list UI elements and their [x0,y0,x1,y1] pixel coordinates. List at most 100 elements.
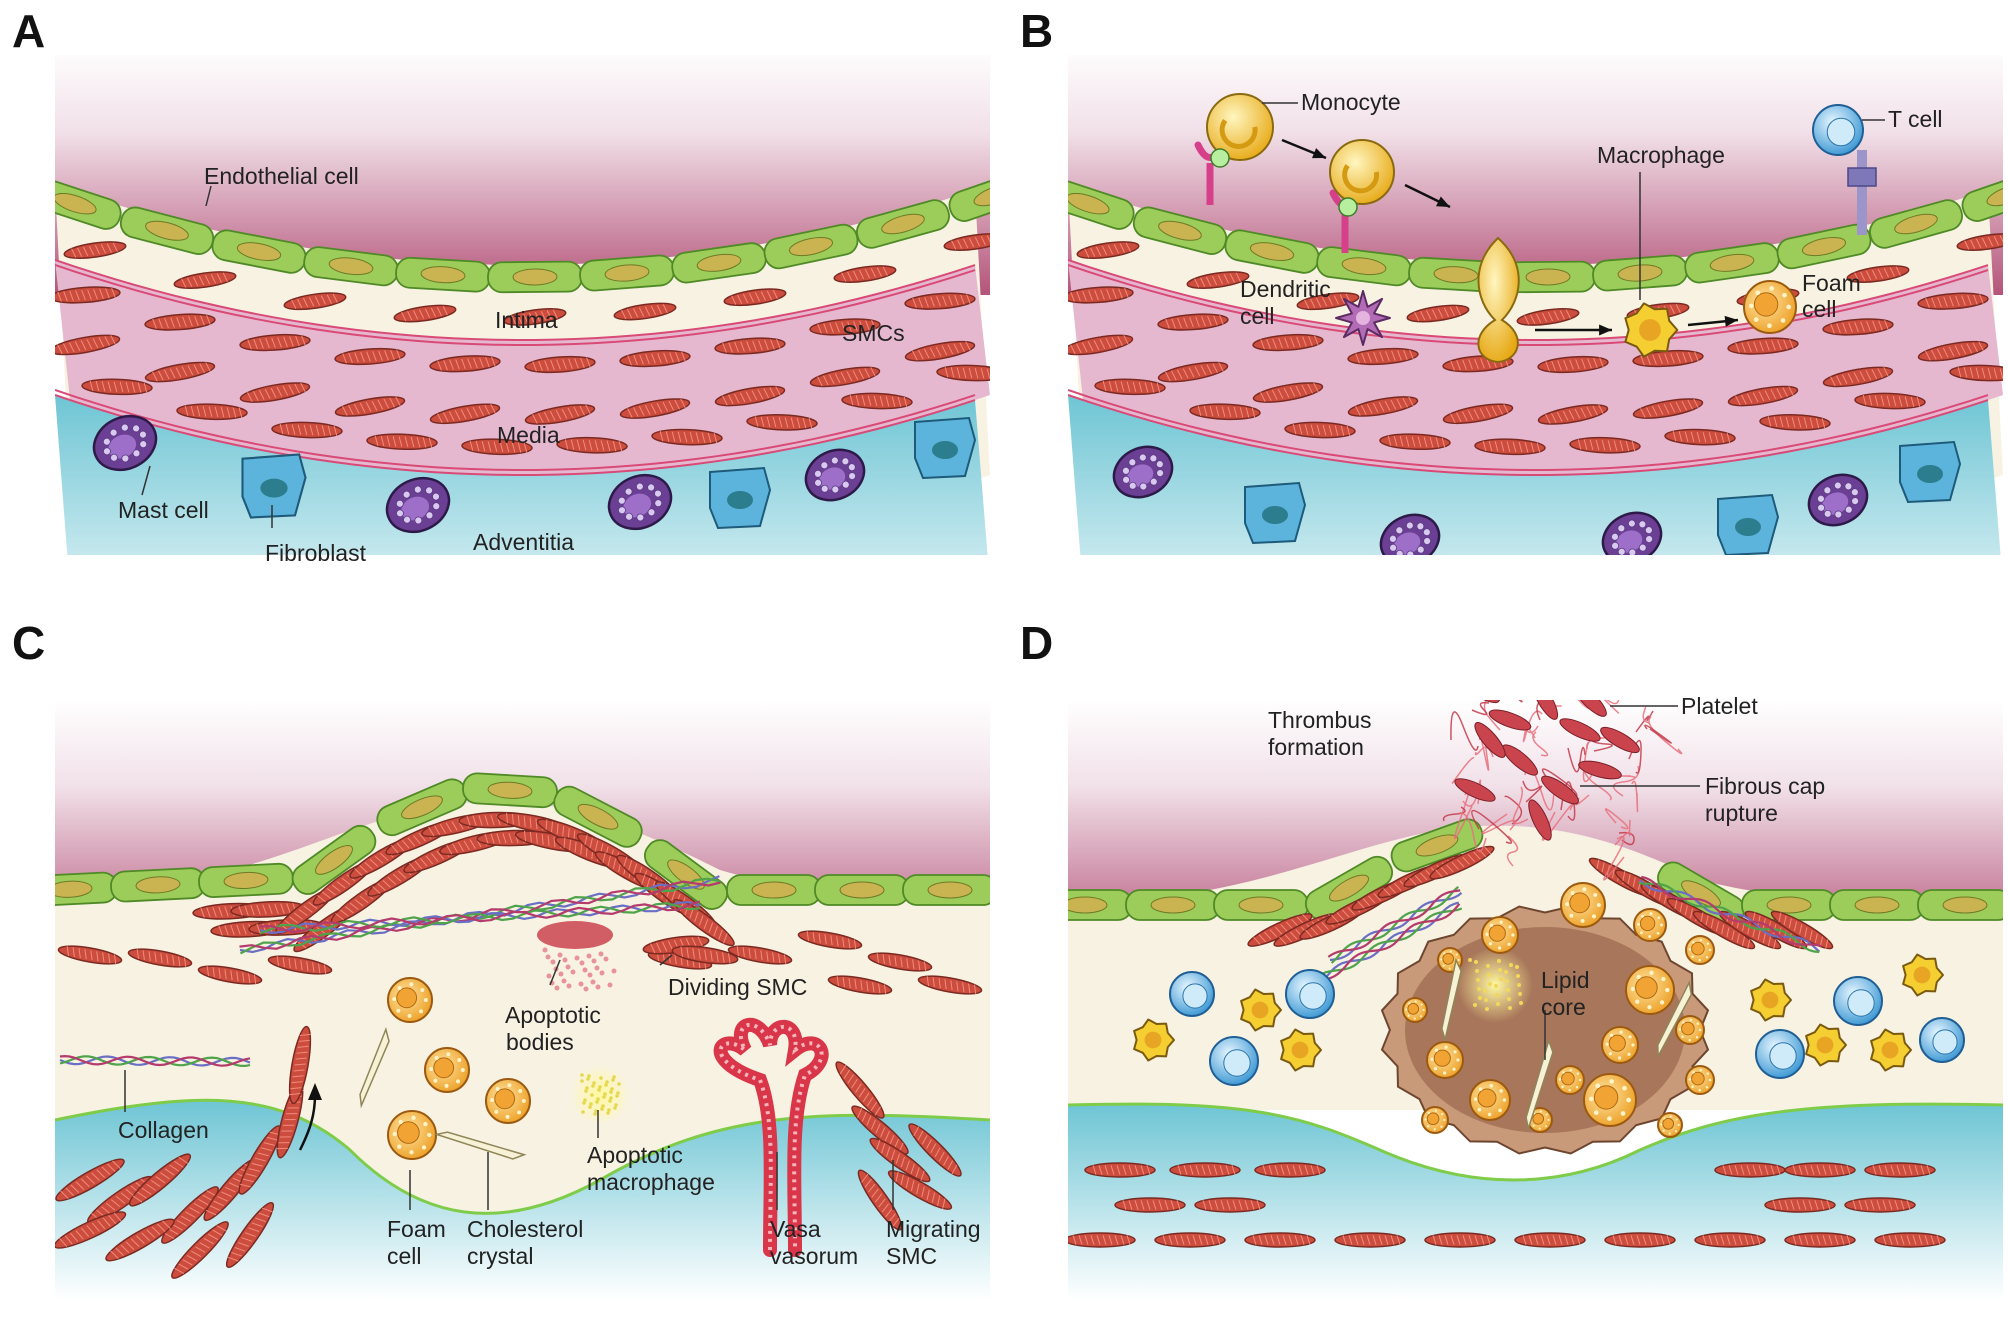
smc-striation [209,1205,221,1211]
smc-striation [1547,311,1554,322]
smc-striation [1708,432,1713,443]
smooth-muscle-cell [1068,1232,1136,1248]
smc-striation [166,954,169,965]
smc-striation [1456,1235,1461,1245]
smc-striation [1189,1165,1194,1175]
smc-striation [528,312,535,323]
smc-body [334,347,406,366]
smc-striation [1898,396,1903,407]
smc-striation [1213,315,1218,326]
smc-body [1157,361,1229,383]
smc-striation [185,1211,196,1218]
smc-striation [1215,406,1220,417]
smooth-muscle-cell [1694,1232,1766,1248]
smc-striation [968,983,971,994]
smc-striation [1758,391,1765,402]
smc-striation [1296,916,1305,925]
smc-striation [942,1198,946,1209]
smc-striation [99,288,104,299]
label-dividing-smc: Dividing SMC [668,974,807,1000]
smc-striation [1741,394,1747,405]
smc-body [727,945,793,965]
smooth-muscle-cell [144,361,216,383]
smc-striation [279,1136,292,1138]
smc-striation [916,1183,920,1194]
smc-striation [1670,353,1675,364]
mast-cell-granule [1638,520,1647,529]
smc-striation [1203,405,1208,417]
label-vasa-2: vasorum [770,1243,858,1269]
smc-striation [751,390,758,401]
smc-striation [1871,269,1878,280]
smc-striation [1260,392,1266,402]
smc-striation [646,878,651,889]
t-cell-nucleus [1847,989,1875,1017]
smc-striation [900,1174,904,1185]
collagen-fiber [1638,882,1820,954]
smc-striation [71,248,77,258]
smc-striation [1113,244,1120,254]
foam-cell-lipid-droplet [1705,955,1709,959]
smc-body [1252,382,1324,403]
smc-striation [1304,424,1309,435]
label-migrating-2: SMC [886,1243,937,1269]
lipid-particle [1473,1003,1477,1007]
foam-cell-lipid-droplet [494,1109,499,1114]
fibroblast [1717,493,1780,555]
smooth-muscle-cell [1094,378,1166,396]
smc-striation [1321,922,1329,931]
smc-striation [1300,1235,1305,1245]
smc-striation [1503,403,1509,414]
smc-striation [1310,1165,1315,1175]
smc-striation [1084,248,1090,258]
smc-striation [295,1057,307,1060]
smc-striation [499,441,504,453]
smc-striation [1114,1235,1119,1245]
smc-striation [1316,1165,1321,1175]
mast-cell-granule [1823,509,1832,518]
smc-striation [218,968,221,979]
foam-cell-lipid-droplet [1511,933,1515,937]
mast-cell-granule [647,508,656,517]
smc-striation [407,311,413,321]
smc-striation [862,1092,870,1102]
smc-striation [1810,1165,1815,1175]
smc-striation [1450,1235,1455,1245]
mast-cell-granule [396,509,404,518]
endothelial-cell [902,874,990,906]
label-platelet: Platelet [1681,693,1758,719]
smc-striation [164,1232,175,1240]
smc-striation [248,1168,260,1172]
endothelial-nucleus [145,220,189,241]
smooth-muscle-cell [1664,428,1736,446]
smc-striation [97,1220,106,1230]
smooth-muscle-cell [271,421,343,439]
collagen-fiber [59,1054,251,1067]
smc-body [429,355,501,373]
smc-striation [1396,1235,1401,1245]
apoptotic-macrophage-fragment [596,1097,600,1101]
smooth-muscle-cell [1252,333,1324,352]
smc-striation [194,315,199,326]
smc-striation [371,400,378,411]
apoptotic-macrophage-fragment [616,1091,620,1095]
smc-striation [130,1238,140,1247]
smc-striation [1101,245,1108,256]
smc-striation [1783,915,1787,926]
smc-striation [1347,907,1355,916]
smc-striation [739,392,746,403]
foam-cell-lipid-droplet [1647,1005,1652,1010]
panel-d [1068,639,2003,1300]
fibrin-strand [1644,724,1672,744]
smc-striation [208,406,213,417]
fibrin-strand [1655,639,1679,668]
smc-striation [661,941,668,952]
smc-striation [125,1241,135,1250]
smc-striation [472,815,477,826]
smc-striation [1486,1235,1491,1245]
foam-cell-lipid-droplet [1649,912,1653,915]
smc-striation [861,1173,869,1183]
smooth-muscle-cell [429,403,501,425]
t-cell-nucleus [1769,1042,1797,1070]
smc-striation [1746,1165,1751,1175]
